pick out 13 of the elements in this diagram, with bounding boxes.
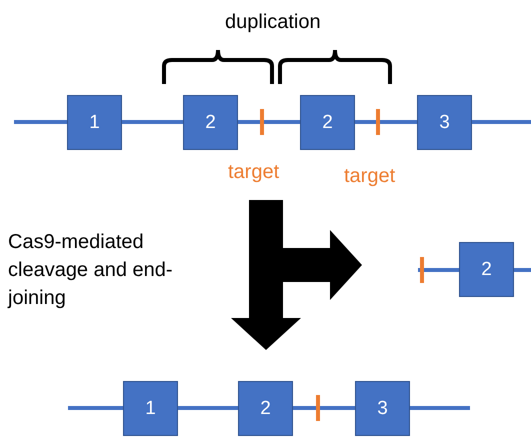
exon-box: 3 [417, 95, 472, 150]
arrow [231, 200, 301, 350]
process-text: Cas9-mediated cleavage and end-joining [8, 230, 174, 311]
exon-box: 1 [67, 95, 122, 150]
exon-box: 2 [459, 242, 514, 297]
exon-box: 2 [238, 381, 293, 436]
exon-box: 2 [183, 95, 238, 150]
annotation-text: duplication [225, 10, 322, 35]
exon-box: 2 [300, 95, 355, 150]
exon-box: 1 [123, 381, 178, 436]
target-label: target [344, 164, 396, 189]
target-label: target [228, 160, 280, 185]
exon-box: 3 [355, 381, 410, 436]
